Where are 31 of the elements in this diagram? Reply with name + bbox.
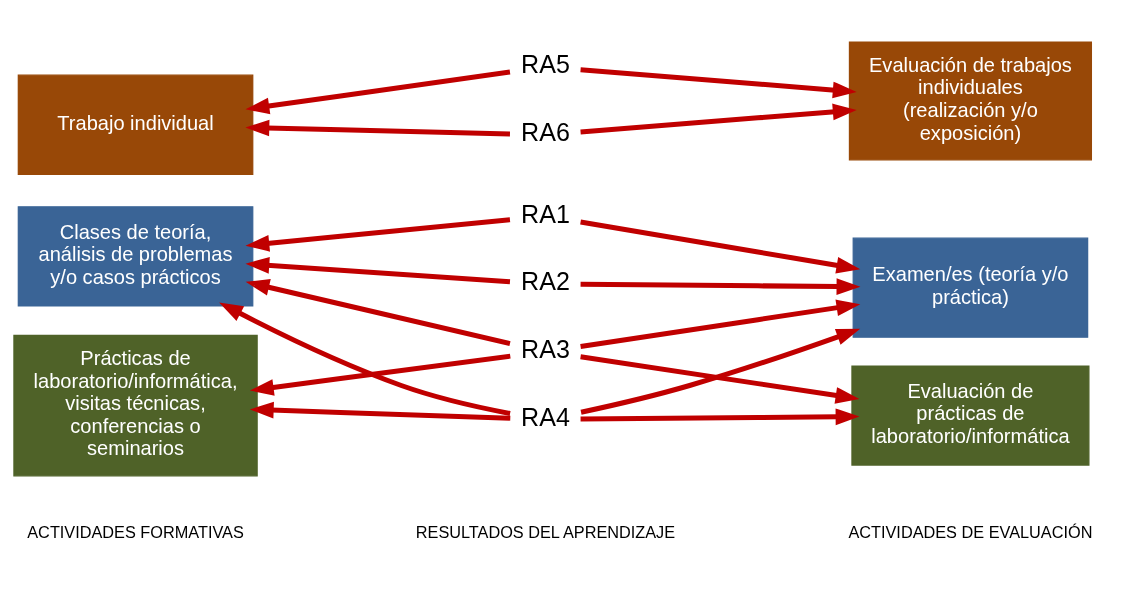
node-box: Trabajo individual: [17, 74, 254, 175]
arrow: [249, 353, 511, 396]
node-text: RA6: [521, 118, 570, 147]
label: ACTIVIDADES DE EVALUACIÓN: [848, 522, 1093, 541]
arrow: [245, 257, 511, 285]
arrow: [245, 69, 511, 115]
arrow: [245, 217, 511, 252]
arrow: [580, 328, 861, 415]
node-box: Examen/es (teoría y/o práctica): [852, 237, 1089, 338]
arrow: [580, 67, 857, 99]
node-text: RA5: [521, 50, 570, 79]
arrow: [580, 299, 861, 349]
arrow: [580, 103, 857, 135]
label: ACTIVIDADES FORMATIVAS: [27, 522, 244, 541]
arrow: [580, 278, 861, 295]
node-text: RA2: [521, 267, 570, 296]
node-box: Evaluación de trabajos individuales (realización y/o exposición): [848, 41, 1092, 161]
node-box: Clases de teoría, análisis de problemas y/o casos prácticos: [17, 206, 254, 307]
node-box: Prácticas de laboratorio/informática, visitas técnicas, conferencias o seminarios: [13, 334, 258, 477]
node-box: Evaluación de prácticas de laboratorio/informática: [851, 365, 1090, 466]
node-text: RA1: [521, 199, 570, 228]
arrow: [249, 401, 511, 421]
node-text: RA4: [521, 402, 570, 431]
arrow: [219, 302, 511, 416]
arrow: [580, 219, 861, 274]
arrow: [245, 119, 511, 137]
node-text: RA3: [521, 334, 570, 363]
arrow: [580, 354, 860, 404]
arrow: [245, 279, 511, 347]
label: RESULTADOS DEL APRENDIZAJE: [415, 522, 676, 541]
arrow: [580, 408, 860, 426]
